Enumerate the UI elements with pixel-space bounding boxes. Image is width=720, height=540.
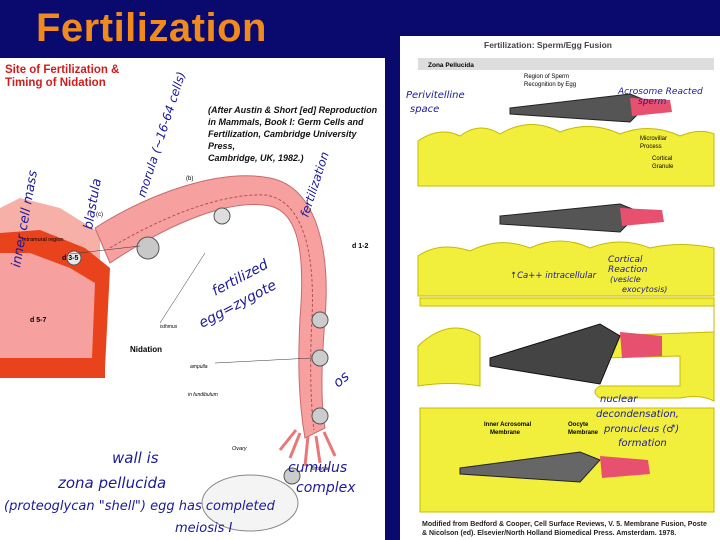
label-isthmus: isthmus <box>160 324 178 330</box>
oviduct-lumen-line <box>109 194 315 431</box>
microvillar-label-1: Microvillar <box>640 136 667 142</box>
annotation-cortical-2: Reaction <box>608 265 648 275</box>
pointer-line <box>159 252 206 324</box>
uterine-lumen <box>0 253 95 358</box>
label-d1-2: d 1-2 <box>352 243 368 250</box>
oviduct-diagram-panel: Site of Fertilization & Timing of Nidati… <box>0 58 385 540</box>
egg-ampulla <box>311 349 329 367</box>
annotation-nuclear-2: decondensation, <box>596 409 679 420</box>
annotation-acrosome-2: sperm <box>638 97 667 107</box>
region-label-2: Recognition by Egg <box>524 82 576 88</box>
blastocyst <box>66 250 82 266</box>
sperm-head-stage-3 <box>489 323 621 385</box>
diagram-title-line2: Timing of Nidation <box>5 77 106 89</box>
pointer-line <box>69 245 141 255</box>
cortical-label-1: Cortical <box>652 156 672 162</box>
annotation-complex: complex <box>296 480 356 496</box>
label-ovary: Ovary <box>232 446 248 452</box>
egg-surface-stage-1 <box>417 123 715 187</box>
annotation-cortical-4: exocytosis) <box>622 285 667 294</box>
annotation-nuclear-4: formation <box>618 438 667 449</box>
annotation-cumulus: cumulus <box>288 460 347 476</box>
annotation-ca: ↑Ca++ intracellular <box>510 271 597 281</box>
reference-line2: in Mammals, Book I: Germ Cells and <box>208 117 364 127</box>
annotation-perivitelline-2: space <box>410 104 439 115</box>
uterine-base <box>0 358 105 378</box>
annotation-nuclear-3: pronucleus (♂) <box>603 424 679 435</box>
annotation-zona-pellucida: zona pellucida <box>57 474 166 492</box>
sperm-egg-fusion-panel: Fertilization: Sperm/Egg Fusion Zona Pel… <box>400 36 720 540</box>
annotation-acrosome-1: Acrosome Reacted <box>617 87 703 97</box>
annotation-os: os <box>330 369 352 391</box>
zona-strip <box>418 58 714 70</box>
label-nidation: Nidation <box>130 345 162 354</box>
credit-line1: Modified from Bedford & Cooper, Cell Sur… <box>422 521 707 528</box>
annotation-cortical-3: (vesicle <box>610 275 641 284</box>
inner-acrosomal-label-2: Membrane <box>490 430 521 436</box>
egg-infundibulum <box>311 407 329 425</box>
fusion-title: Fertilization: Sperm/Egg Fusion <box>484 40 612 50</box>
annotation-proteoglycan-shell: (proteoglycan "shell") egg has completed <box>4 499 276 514</box>
acrosome-stage-4 <box>600 456 650 478</box>
reference-line1: (After Austin & Short [ed] Reproduction <box>208 105 378 115</box>
oviduct-tube <box>94 175 327 439</box>
inner-acrosomal-label-1: Inner Acrosomal <box>484 422 531 428</box>
label-intramural-region: Intramural region <box>22 237 64 243</box>
acrosome-stage-1 <box>630 98 672 116</box>
annotation-nuclear-1: nuclear <box>600 394 638 405</box>
microvillar-label-2: Process <box>640 144 662 150</box>
acrosome-stage-3 <box>620 332 662 358</box>
credit-line2: & Nicolson (ed). Elsevier/North Holland … <box>422 530 677 537</box>
slide-title: Fertilization <box>36 6 267 50</box>
label-ampulla: ampulla <box>190 364 208 370</box>
oocyte-label-2: Membrane <box>568 430 599 436</box>
fusion-illustration: Zona Pellucida Region of Sperm Recogniti… <box>406 58 715 513</box>
image-credit: Modified from Bedford & Cooper, Cell Sur… <box>422 520 720 538</box>
reference-citation: (After Austin & Short [ed] Reproduction … <box>208 104 383 164</box>
cortical-label-2: Granule <box>652 164 674 170</box>
ovary <box>201 474 299 532</box>
zygote-embryo <box>311 311 329 329</box>
two-cell-embryo <box>213 207 231 225</box>
annotation-wall-is: wall is <box>112 449 159 467</box>
annotation-meiosis: meiosis I <box>175 521 233 536</box>
reference-line4: Cambridge, UK, 1982.) <box>208 153 304 163</box>
sperm-head-stage-4 <box>459 451 601 483</box>
diagram-title-line1: Site of Fertilization & <box>5 64 120 76</box>
label-infundibulum: in fundibulum <box>188 392 218 398</box>
egg-surface-stage-3a <box>417 327 481 387</box>
acrosome-stage-2 <box>620 208 664 226</box>
label-d3-5: d 3-5 <box>62 255 78 262</box>
label-fimbriae: fimbriae <box>312 466 330 472</box>
sperm-head-stage-1 <box>509 93 651 123</box>
annotation-morula: morula (~16-64 cells) <box>135 70 189 199</box>
reference-line3: Fertilization, Cambridge University Pres… <box>208 129 357 151</box>
oocyte-label-1: Oocyte <box>568 422 589 428</box>
annotation-perivitelline-1: Perivitelline <box>406 90 465 101</box>
egg-surface-stage-2 <box>417 240 715 297</box>
label-b: (b) <box>186 176 193 182</box>
zona-label: Zona Pellucida <box>428 62 474 69</box>
annotation-cortical-1: Cortical <box>608 255 643 265</box>
diagram-title: Site of Fertilization & Timing of Nidati… <box>5 64 119 90</box>
oviduct-illustration: Intramural region (c) (b) d 1-2 d 3-5 d … <box>0 70 368 536</box>
sperm-head-stage-2 <box>499 203 641 233</box>
annotation-fertilization: fertilization <box>298 150 332 219</box>
region-label-1: Region of Sperm <box>524 74 569 80</box>
label-d5-7: d 5-7 <box>30 317 46 324</box>
annotation-blastula: blastula <box>81 177 105 230</box>
morula-embryo <box>136 236 160 260</box>
ovulated-egg <box>283 467 301 485</box>
pointer-line <box>214 357 313 364</box>
label-c: (c) <box>96 212 103 218</box>
fimbriae <box>278 429 337 467</box>
